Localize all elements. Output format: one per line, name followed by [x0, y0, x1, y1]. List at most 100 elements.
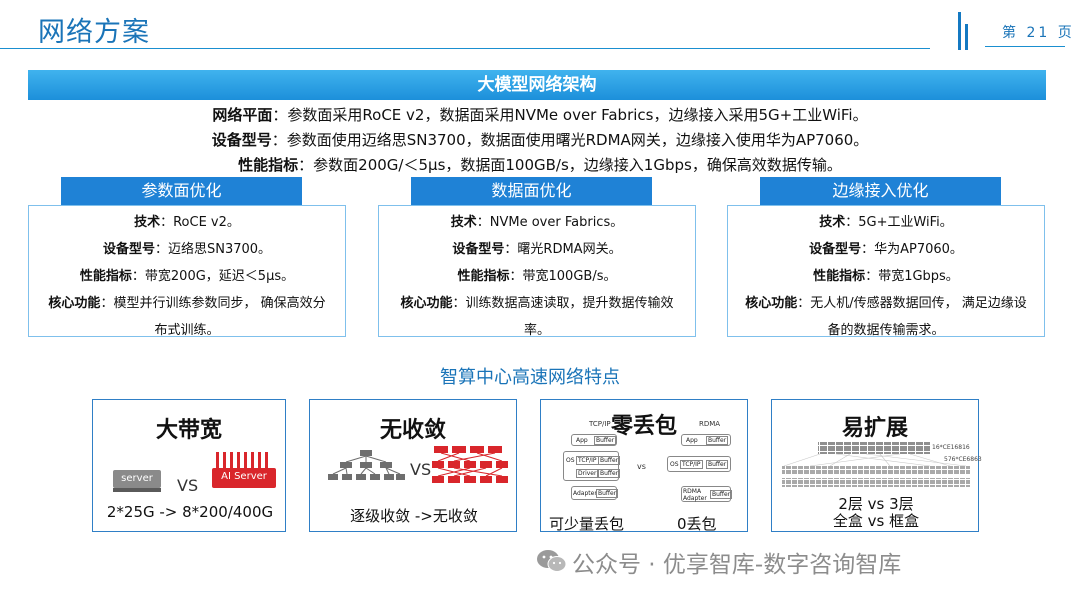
field-value: ：带宽100GB/s。 — [509, 269, 617, 284]
field-value: ：迈络思SN3700。 — [154, 242, 272, 257]
field-value: ：华为AP7060。 — [861, 242, 963, 257]
feature-card-lossless: 零丢包 TCP/IP RDMA App Buffer OS TCP/IP Buf… — [540, 399, 748, 533]
stack-text: TCP/IP — [680, 460, 703, 469]
card-title: 零丢包 — [610, 414, 677, 439]
column-box-data: 技术：NVMe over Fabrics。 设备型号：曙光RDMA网关。 性能指… — [378, 205, 696, 338]
nonblocking-network-icon — [432, 446, 508, 483]
features-title: 智算中心高速网络特点 — [440, 367, 620, 388]
header-divider — [0, 48, 930, 49]
field-label: 性能指标 — [79, 269, 132, 284]
stack-text: Buffer — [710, 490, 733, 499]
rdma-stack-diagram: App Buffer OS TCP/IP Buffer RDMA Adapter… — [667, 434, 737, 510]
summary-text: ：参数面200G/＜5μs，数据面100GB/s，边缘接入1Gbps，确保高效数… — [298, 156, 842, 174]
stack-layer: App Buffer — [571, 434, 617, 446]
feature-card-scalable: 易扩展 16*CE16816 576*CE6863 2层 vs 3层 全盒 vs… — [771, 399, 982, 532]
stack-text: Buffer — [594, 436, 617, 445]
page-title: 网络方案 — [38, 17, 150, 48]
summary-text: ：参数面采用RoCE v2，数据面采用NVMe over Fabrics，边缘接… — [272, 106, 868, 124]
column-row: 率。 — [523, 323, 550, 338]
header-accent-bar — [965, 24, 968, 50]
field-value: ：曙光RDMA网关。 — [504, 242, 622, 257]
card-caption-left: 可少量丢包 — [549, 515, 625, 533]
card-title: 大带宽 — [155, 418, 222, 443]
ai-server-icon — [212, 452, 276, 488]
stack-text: Buffer — [598, 456, 621, 465]
card-caption: 逐级收敛 ->无收敛 — [350, 507, 478, 525]
summary-label: 网络平面 — [212, 106, 273, 124]
field-value: ：带宽1Gbps。 — [865, 269, 959, 284]
field-label: 技术 — [134, 215, 161, 230]
column-box-params: 技术：RoCE v2。 设备型号：迈络思SN3700。 性能指标：带宽200G，… — [28, 205, 346, 338]
vs-label: VS — [177, 476, 199, 495]
stack-text: App — [576, 437, 588, 444]
field-label: 设备型号 — [809, 242, 862, 257]
field-label: 技术 — [450, 215, 477, 230]
field-label: 核心功能 — [48, 296, 101, 311]
field-label: 核心功能 — [400, 296, 453, 311]
stack-text: Adapter — [573, 490, 597, 497]
wechat-icon — [537, 550, 567, 572]
stack-layer: App Buffer — [681, 434, 731, 446]
card-caption: 全盒 vs 框盒 — [832, 512, 920, 530]
column-box-edge: 技术：5G+工业WiFi。 设备型号：华为AP7060。 性能指标：带宽1Gbp… — [727, 205, 1045, 338]
vs-label: VS — [410, 460, 432, 479]
column-row: 核心功能：无人机/传感器数据回传， 满足边缘设 — [738, 290, 1034, 317]
field-value: ：NVMe over Fabrics。 — [476, 215, 624, 230]
card-title: 无收敛 — [379, 418, 446, 443]
stack-text: Driver — [576, 469, 599, 478]
vs-label: vs — [637, 462, 646, 471]
stack-layer: Adapter Buffer — [571, 486, 619, 500]
field-label: 性能指标 — [457, 269, 510, 284]
column-row: 设备型号：华为AP7060。 — [738, 236, 1034, 263]
stack-label-tcpip: TCP/IP — [589, 420, 611, 428]
switch-fabric-icon — [782, 442, 970, 487]
column-row: 布式训练。 — [154, 323, 220, 338]
switch-tag: 16*CE16816 — [932, 444, 970, 451]
column-row: 核心功能：模型并行训练参数同步， 确保高效分 — [39, 290, 335, 317]
summary-line: 网络平面：参数面采用RoCE v2，数据面采用NVMe over Fabrics… — [0, 104, 1080, 125]
summary-label: 性能指标 — [238, 156, 299, 174]
column-row: 技术：NVMe over Fabrics。 — [389, 209, 685, 236]
stack-text: OS — [670, 461, 679, 468]
card-caption: 2*25G -> 8*200/400G — [106, 503, 274, 521]
switch-tag: 576*CE6863 — [944, 456, 982, 463]
stack-layer: RDMA Adapter Buffer — [681, 486, 733, 502]
field-value: ：5G+工业WiFi。 — [845, 215, 953, 230]
field-value: ：训练数据高速读取，提升数据传输效 — [452, 296, 674, 311]
page-number-underline — [985, 46, 1065, 47]
column-row: 设备型号：迈络思SN3700。 — [39, 236, 335, 263]
stack-text: RDMA Adapter — [683, 488, 707, 502]
feature-card-bandwidth: 大带宽 server VS AI Server 2*25G -> 8*200/4… — [92, 399, 286, 532]
server-icon: server — [113, 470, 161, 488]
column-row: 性能指标：带宽1Gbps。 — [738, 263, 1034, 290]
card-caption: 2层 vs 3层 — [838, 495, 914, 513]
summary-text: ：参数面使用迈络思SN3700，数据面使用曙光RDMA网关，边缘接入使用华为AP… — [271, 131, 869, 149]
stack-text: OS — [566, 457, 575, 464]
column-row: 技术：5G+工业WiFi。 — [738, 209, 1034, 236]
field-value: ：模型并行训练参数同步， 确保高效分 — [100, 296, 326, 311]
column-row: 技术：RoCE v2。 — [39, 209, 335, 236]
stack-text: Buffer — [596, 489, 619, 498]
watermark-text: 公众号 · 优享智库-数字咨询智库 — [572, 552, 902, 578]
section-banner: 大模型网络架构 — [28, 70, 1046, 100]
stack-layer: OS TCP/IP Buffer Driver Buffer — [563, 451, 621, 481]
field-value: ：无人机/传感器数据回传， 满足边缘设 — [797, 296, 1027, 311]
field-value: ：带宽200G，延迟＜5μs。 — [131, 269, 295, 284]
column-header-params: 参数面优化 — [61, 177, 302, 205]
field-label: 设备型号 — [452, 242, 505, 257]
field-label: 核心功能 — [745, 296, 798, 311]
field-label: 性能指标 — [813, 269, 866, 284]
stack-text: Buffer — [598, 469, 621, 478]
tiered-network-icon — [328, 450, 405, 480]
page-number: 第 21 页 — [1002, 25, 1075, 41]
field-label: 设备型号 — [102, 242, 155, 257]
card-caption-right: 0丢包 — [677, 515, 717, 533]
summary-label: 设备型号 — [211, 131, 272, 149]
header-accent-bar — [958, 12, 961, 50]
stack-text: Buffer — [706, 460, 729, 469]
card-title: 易扩展 — [841, 416, 908, 441]
field-label: 技术 — [819, 215, 846, 230]
column-row: 性能指标：带宽200G，延迟＜5μs。 — [39, 263, 335, 290]
column-header-edge: 边缘接入优化 — [760, 177, 1001, 205]
stack-text: App — [686, 437, 698, 444]
